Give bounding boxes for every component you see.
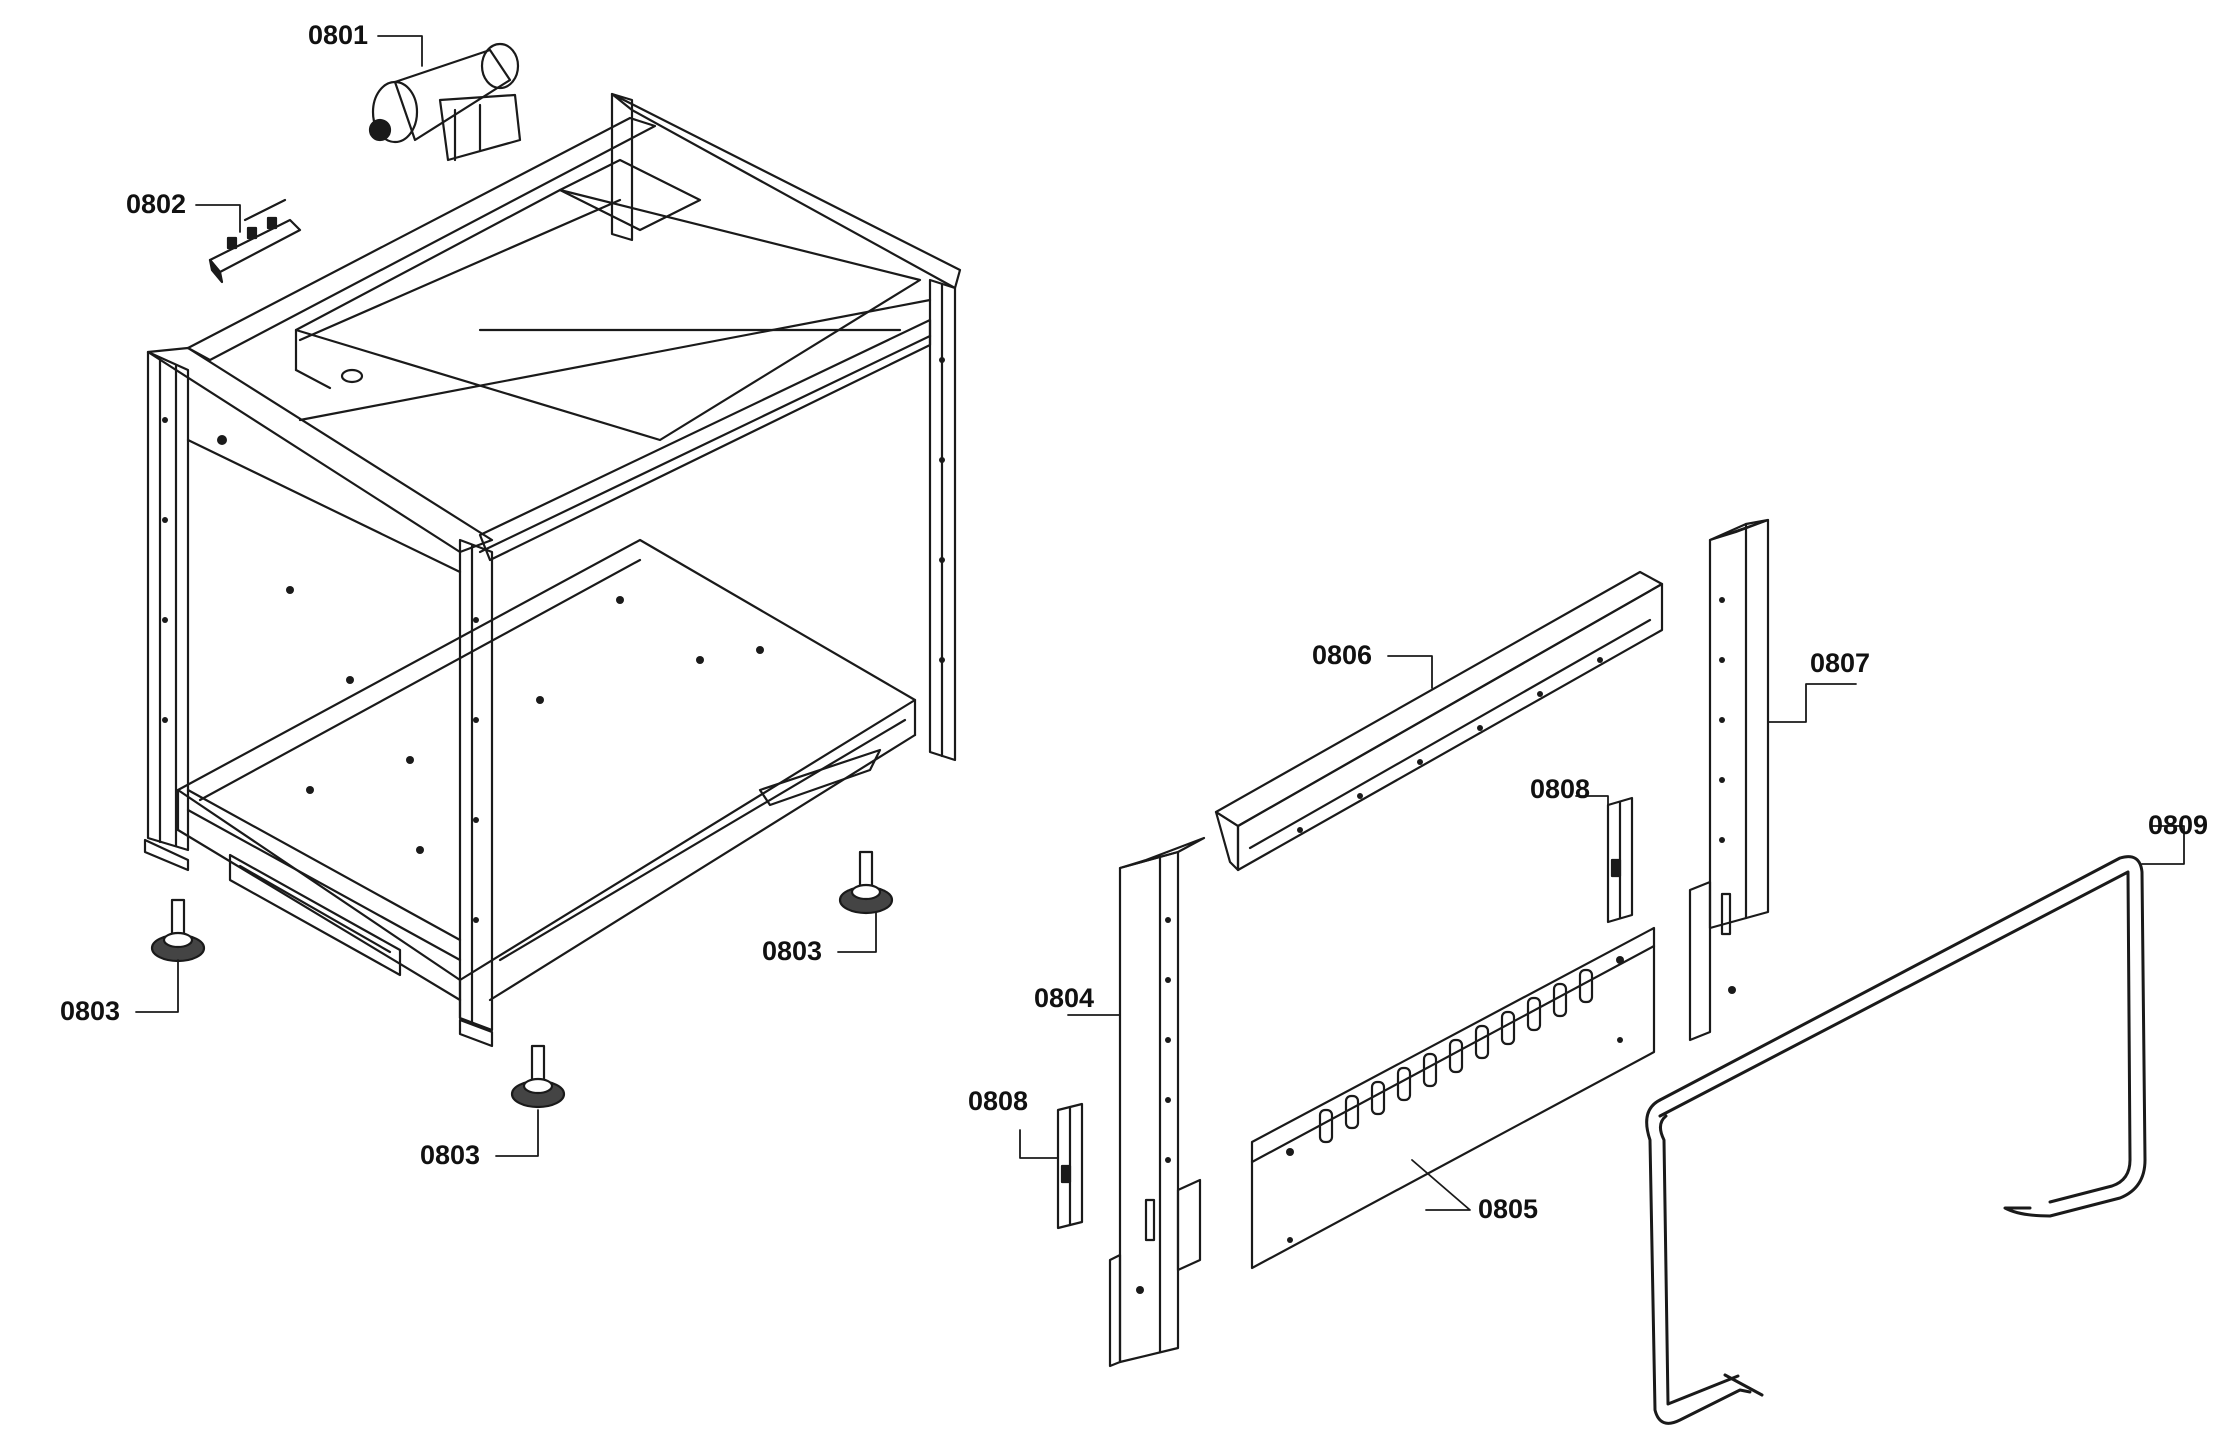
callout-0803-bottom: 0803	[420, 1140, 481, 1170]
callout-0803-left: 0803	[60, 996, 121, 1026]
hinge-bracket-part	[1606, 796, 1634, 924]
door-rod-part	[1645, 855, 2147, 1425]
callout-0803-right: 0803	[762, 936, 823, 966]
leader-lines	[135, 35, 2185, 1211]
terminal-block-part	[208, 198, 302, 284]
hinge-bracket-part	[1056, 1102, 1084, 1230]
callout-0807: 0807	[1810, 648, 1871, 678]
left-side-panel-part	[1108, 836, 1206, 1368]
callout-0806: 0806	[1312, 640, 1373, 670]
callout-0804: 0804	[1034, 983, 1095, 1013]
callout-0809: 0809	[2148, 810, 2209, 840]
right-side-panel-part	[1688, 518, 1770, 1042]
cabinet-frame	[143, 92, 962, 1048]
callout-0802: 0802	[126, 189, 187, 219]
vent-panel-part	[1250, 926, 1656, 1270]
leveling-foot-part	[150, 898, 206, 963]
motor-part	[368, 42, 522, 162]
leveling-foot-part	[510, 1044, 566, 1109]
callout-0808-right: 0808	[1530, 774, 1591, 804]
callout-0808-left: 0808	[968, 1086, 1029, 1116]
leveling-foot-part	[838, 850, 894, 915]
callout-0805: 0805	[1478, 1194, 1539, 1224]
top-rail-part	[1214, 570, 1664, 872]
callout-0801: 0801	[308, 20, 369, 50]
